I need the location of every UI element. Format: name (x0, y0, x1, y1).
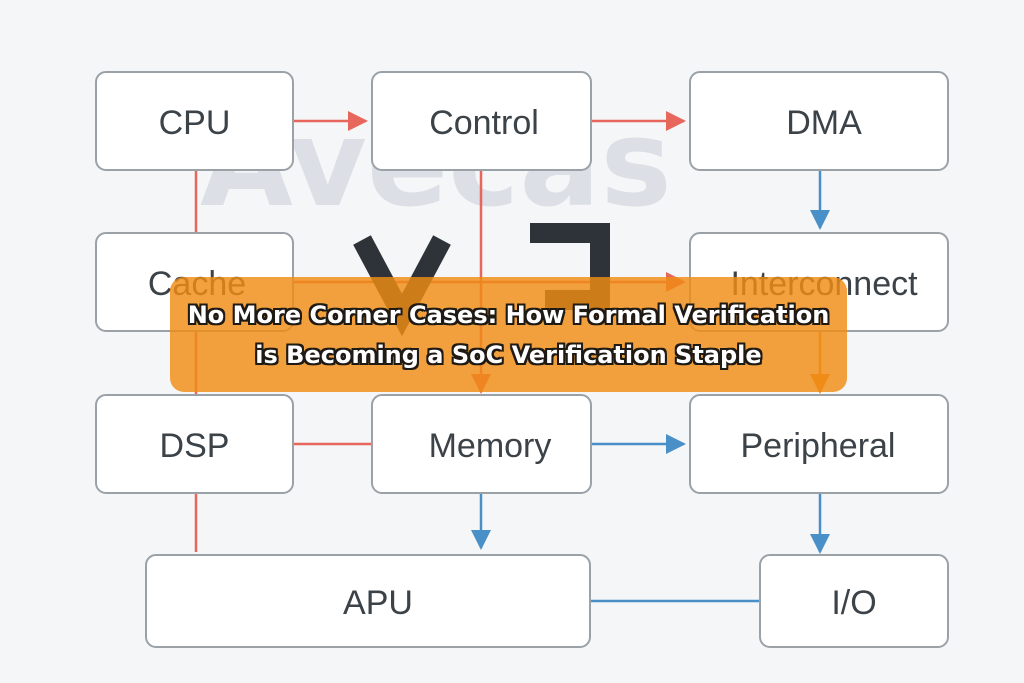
block-peripheral-label: Peripheral (741, 427, 896, 465)
block-peripheral: Peripheral (689, 394, 949, 494)
article-title: No More Corner Cases: How Formal Verific… (188, 295, 830, 375)
block-apu: APU (145, 554, 591, 648)
block-cpu-label: CPU (159, 104, 231, 142)
block-dsp-label: DSP (160, 427, 230, 465)
block-memory-label: Memory (429, 427, 552, 465)
block-apu-label: APU (343, 584, 413, 622)
block-io-label: I/O (831, 584, 876, 622)
block-control: Control (371, 71, 592, 171)
block-memory: Memory (371, 394, 592, 494)
block-cpu: CPU (95, 71, 294, 171)
block-dsp: DSP (95, 394, 294, 494)
block-control-label: Control (429, 104, 539, 142)
block-io: I/O (759, 554, 949, 648)
article-title-line-2: is Becoming a SoC Verification Staple (255, 340, 762, 369)
title-banner: No More Corner Cases: How Formal Verific… (170, 277, 847, 392)
article-title-line-1: No More Corner Cases: How Formal Verific… (187, 300, 830, 329)
block-dma-label: DMA (786, 104, 862, 142)
block-dma: DMA (689, 71, 949, 171)
